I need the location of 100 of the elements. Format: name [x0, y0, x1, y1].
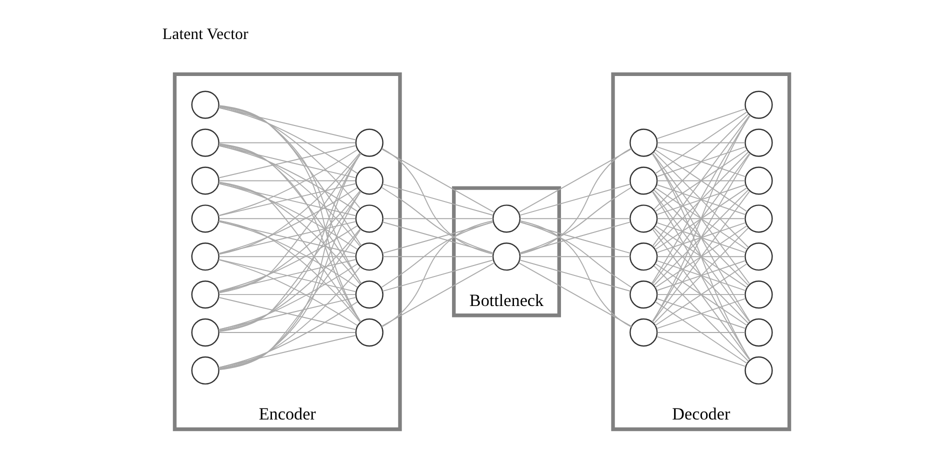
node-circle [744, 204, 772, 233]
connector [381, 148, 493, 255]
node-circle [744, 128, 772, 157]
connector [218, 107, 358, 174]
connector [218, 105, 361, 322]
connector [218, 183, 356, 216]
connector [380, 186, 494, 254]
connector [218, 142, 356, 144]
node-circle [190, 166, 219, 195]
connector [218, 106, 360, 209]
connector [218, 107, 356, 140]
connector [656, 218, 745, 220]
connector [654, 301, 748, 364]
node-circle [629, 280, 658, 309]
node-circle [354, 166, 383, 195]
node-circle [354, 318, 383, 347]
connector [218, 152, 361, 370]
connector [218, 218, 356, 220]
node-circle [190, 280, 219, 309]
connector [218, 105, 362, 284]
connector [518, 148, 632, 213]
connector [656, 142, 745, 144]
node-circle [744, 356, 772, 385]
connector [218, 294, 356, 296]
node-circle [354, 128, 383, 157]
connector [380, 222, 494, 288]
cluster: Bottleneck [452, 186, 560, 318]
connector [218, 296, 356, 330]
connector [650, 115, 750, 284]
connector [656, 180, 745, 182]
node-circle [190, 90, 219, 119]
connector [519, 256, 630, 258]
connector [218, 182, 360, 284]
connector [653, 113, 748, 210]
connector [382, 222, 494, 254]
node-circle [190, 128, 219, 157]
connector [218, 228, 360, 332]
connector [653, 227, 748, 324]
node-circle [354, 242, 383, 271]
connector [654, 111, 748, 174]
connector [656, 184, 746, 216]
connector [656, 294, 745, 296]
connector [651, 191, 750, 360]
connector [382, 184, 494, 216]
connector [651, 153, 750, 322]
connector [382, 256, 493, 258]
connector [218, 191, 361, 370]
connector [218, 301, 358, 368]
connector [218, 221, 356, 254]
connector [651, 152, 750, 360]
connector [218, 190, 360, 293]
connector [518, 222, 632, 288]
connector [218, 220, 360, 322]
connector [518, 259, 630, 292]
connector [380, 148, 494, 214]
cluster: Encoder [172, 72, 402, 432]
connector [519, 220, 632, 328]
connector [218, 145, 356, 178]
cluster: Decoder [610, 72, 791, 432]
connector [651, 115, 750, 322]
connector [382, 260, 494, 292]
node-circle [744, 242, 772, 271]
connector [218, 256, 356, 258]
node-circle [629, 242, 658, 271]
connector [382, 218, 493, 220]
node-circle [744, 90, 772, 119]
node-circle [354, 280, 383, 309]
connector [218, 332, 356, 333]
node-circle [492, 204, 520, 233]
node-circle [629, 128, 658, 157]
node-circle [190, 204, 219, 233]
connector [656, 332, 745, 333]
node-circle [744, 280, 772, 309]
node-circle [492, 242, 520, 271]
node-circle [190, 356, 219, 385]
connector [654, 149, 748, 212]
node-circle [629, 204, 658, 233]
connector [652, 228, 750, 360]
connector [654, 225, 748, 288]
connector [653, 265, 748, 362]
connector [518, 184, 630, 216]
connector [518, 222, 630, 254]
connector [218, 334, 356, 368]
connector [218, 266, 360, 369]
label: Latent Vector [162, 26, 248, 44]
connector [218, 228, 361, 370]
connector [656, 336, 746, 367]
connector [519, 218, 630, 220]
connector [656, 146, 746, 178]
node-circle [190, 318, 219, 347]
node-circle [629, 166, 658, 195]
connector [656, 108, 746, 140]
connector [656, 222, 746, 254]
connector [652, 152, 750, 285]
connector [519, 148, 631, 255]
connector [654, 263, 748, 326]
connector [518, 262, 632, 327]
connector [380, 220, 493, 328]
connector [654, 187, 748, 250]
connector [652, 114, 750, 247]
